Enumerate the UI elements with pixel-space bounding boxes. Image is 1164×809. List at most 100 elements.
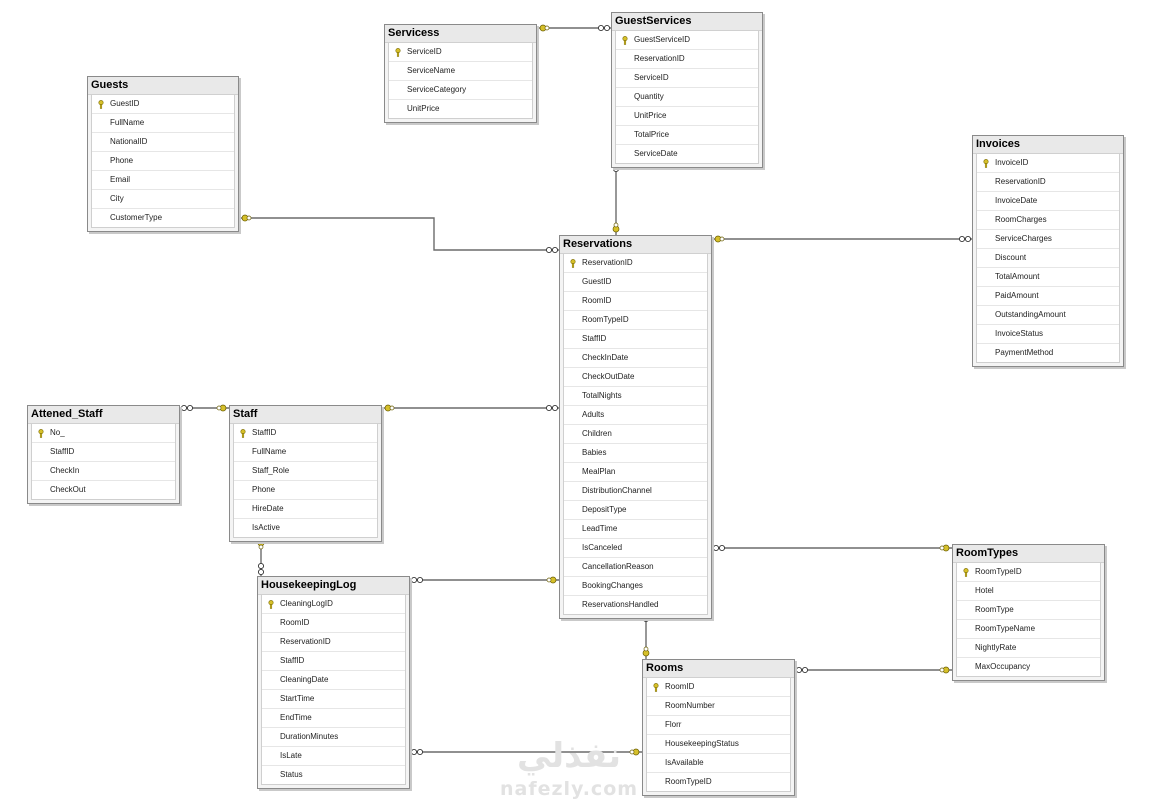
column-row[interactable]: CleaningLogID: [262, 595, 405, 614]
column-row[interactable]: ReservationID: [616, 50, 758, 69]
column-row[interactable]: GuestServiceID: [616, 31, 758, 50]
column-row[interactable]: TotalAmount: [977, 268, 1119, 287]
column-row[interactable]: RoomTypeID: [957, 563, 1100, 582]
column-row[interactable]: RoomTypeID: [647, 773, 790, 791]
column-row[interactable]: IsLate: [262, 747, 405, 766]
column-row[interactable]: UnitPrice: [616, 107, 758, 126]
column-row[interactable]: RoomNumber: [647, 697, 790, 716]
column-row[interactable]: CheckOut: [32, 481, 175, 499]
column-row[interactable]: ReservationID: [977, 173, 1119, 192]
column-row[interactable]: ServiceName: [389, 62, 532, 81]
column-row[interactable]: ReservationID: [564, 254, 707, 273]
table-title[interactable]: Guests: [88, 77, 238, 95]
column-row[interactable]: UnitPrice: [389, 100, 532, 118]
column-row[interactable]: Phone: [92, 152, 234, 171]
column-row[interactable]: IsActive: [234, 519, 377, 537]
column-row[interactable]: IsAvailable: [647, 754, 790, 773]
column-row[interactable]: RoomTypeID: [564, 311, 707, 330]
column-row[interactable]: Babies: [564, 444, 707, 463]
column-row[interactable]: TotalPrice: [616, 126, 758, 145]
column-row[interactable]: Phone: [234, 481, 377, 500]
column-row[interactable]: Discount: [977, 249, 1119, 268]
column-row[interactable]: Adults: [564, 406, 707, 425]
relationship-line[interactable]: [239, 217, 559, 251]
column-row[interactable]: Children: [564, 425, 707, 444]
column-row[interactable]: OutstandingAmount: [977, 306, 1119, 325]
column-row[interactable]: ServiceDate: [616, 145, 758, 163]
table-title[interactable]: HousekeepingLog: [258, 577, 409, 595]
table-title[interactable]: Servicess: [385, 25, 536, 43]
column-row[interactable]: LeadTime: [564, 520, 707, 539]
table-title[interactable]: RoomTypes: [953, 545, 1104, 563]
column-row[interactable]: ReservationsHandled: [564, 596, 707, 614]
column-row[interactable]: MealPlan: [564, 463, 707, 482]
column-row[interactable]: PaymentMethod: [977, 344, 1119, 362]
column-row[interactable]: CheckOutDate: [564, 368, 707, 387]
column-row[interactable]: ServiceID: [389, 43, 532, 62]
column-row[interactable]: InvoiceID: [977, 154, 1119, 173]
table-title[interactable]: Attened_Staff: [28, 406, 179, 424]
column-row[interactable]: CustomerType: [92, 209, 234, 227]
column-row[interactable]: ServiceCharges: [977, 230, 1119, 249]
column-row[interactable]: Email: [92, 171, 234, 190]
table-title[interactable]: GuestServices: [612, 13, 762, 31]
table-title[interactable]: Reservations: [560, 236, 711, 254]
column-row[interactable]: CancellationReason: [564, 558, 707, 577]
column-row[interactable]: RoomType: [957, 601, 1100, 620]
column-row[interactable]: ServiceCategory: [389, 81, 532, 100]
column-row[interactable]: No_: [32, 424, 175, 443]
table-title[interactable]: Rooms: [643, 660, 794, 678]
column-row[interactable]: HireDate: [234, 500, 377, 519]
column-row[interactable]: CleaningDate: [262, 671, 405, 690]
column-row[interactable]: CheckInDate: [564, 349, 707, 368]
column-row[interactable]: RoomTypeName: [957, 620, 1100, 639]
column-row[interactable]: HousekeepingStatus: [647, 735, 790, 754]
column-row[interactable]: Status: [262, 766, 405, 784]
column-row[interactable]: Hotel: [957, 582, 1100, 601]
column-row[interactable]: ReservationID: [262, 633, 405, 652]
column-row[interactable]: StaffID: [262, 652, 405, 671]
column-row[interactable]: RoomID: [564, 292, 707, 311]
column-row[interactable]: InvoiceStatus: [977, 325, 1119, 344]
column-row[interactable]: RoomID: [262, 614, 405, 633]
column-row[interactable]: FullName: [234, 443, 377, 462]
column-row[interactable]: StaffID: [564, 330, 707, 349]
column-row[interactable]: BookingChanges: [564, 577, 707, 596]
column-row[interactable]: NationalID: [92, 133, 234, 152]
column-row[interactable]: StaffID: [32, 443, 175, 462]
column-row[interactable]: MaxOccupancy: [957, 658, 1100, 676]
column-row[interactable]: EndTime: [262, 709, 405, 728]
column-row[interactable]: DepositType: [564, 501, 707, 520]
column-row[interactable]: CheckIn: [32, 462, 175, 481]
column-row[interactable]: TotalNights: [564, 387, 707, 406]
column-row[interactable]: Staff_Role: [234, 462, 377, 481]
column-row[interactable]: City: [92, 190, 234, 209]
column-row[interactable]: Florr: [647, 716, 790, 735]
column-row[interactable]: StartTime: [262, 690, 405, 709]
column-row[interactable]: NightlyRate: [957, 639, 1100, 658]
column-row[interactable]: RoomID: [647, 678, 790, 697]
column-row[interactable]: IsCanceled: [564, 539, 707, 558]
column-row[interactable]: InvoiceDate: [977, 192, 1119, 211]
table-title[interactable]: Staff: [230, 406, 381, 424]
table-title[interactable]: Invoices: [973, 136, 1123, 154]
column-row[interactable]: StaffID: [234, 424, 377, 443]
column-row[interactable]: FullName: [92, 114, 234, 133]
column-row[interactable]: GuestID: [92, 95, 234, 114]
column-row[interactable]: ServiceID: [616, 69, 758, 88]
column-row[interactable]: RoomCharges: [977, 211, 1119, 230]
column-row[interactable]: GuestID: [564, 273, 707, 292]
column-row[interactable]: DistributionChannel: [564, 482, 707, 501]
column-row[interactable]: DurationMinutes: [262, 728, 405, 747]
column-row[interactable]: Quantity: [616, 88, 758, 107]
